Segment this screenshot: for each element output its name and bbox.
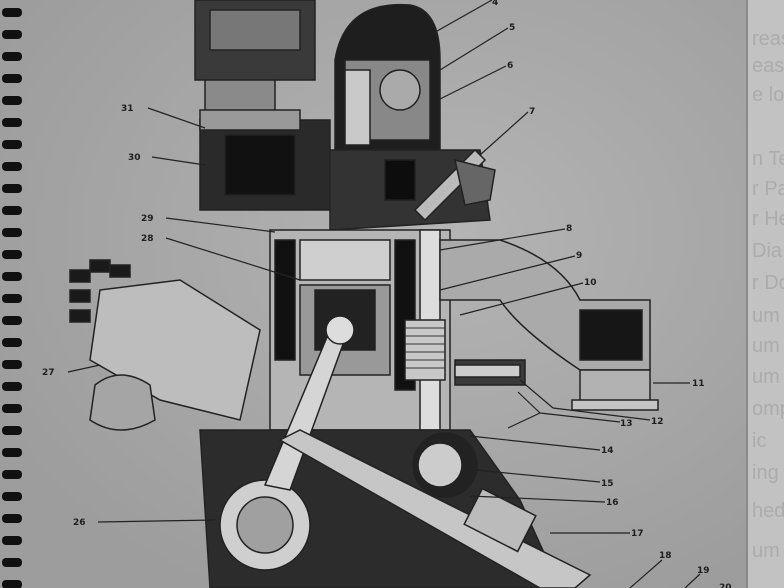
callout-17: 17 — [631, 529, 644, 539]
callout-26: 26 — [73, 518, 86, 528]
binding-ring — [2, 250, 22, 259]
binding-ring — [2, 426, 22, 435]
bleed-text: Dia — [752, 240, 783, 262]
callout-31: 31 — [121, 104, 134, 114]
callout-29: 29 — [141, 214, 154, 224]
callout-labels: 4 5 6 7 8 9 10 11 12 13 14 15 16 17 18 1… — [42, 0, 732, 588]
engine-cross-section-diagram: 4 5 6 7 8 9 10 11 12 13 14 15 16 17 18 1… — [42, 0, 732, 588]
leader-lines — [67, 0, 701, 588]
binding-ring — [2, 382, 22, 391]
binding-ring — [2, 52, 22, 61]
callout-20: 20 — [719, 583, 732, 588]
bleed-text: omp — [752, 398, 784, 420]
callout-15: 15 — [601, 479, 614, 489]
bleed-text: e lo — [752, 84, 784, 106]
callout-18: 18 — [659, 551, 672, 561]
bleed-text: um Te — [752, 335, 784, 357]
callout-30: 30 — [128, 153, 141, 163]
binding-ring — [2, 162, 22, 171]
bleed-text: eas — [752, 55, 784, 77]
callout-5: 5 — [509, 23, 515, 33]
bleed-text: um R — [752, 366, 784, 388]
bleed-text: ing R — [752, 462, 784, 484]
binding-ring — [2, 74, 22, 83]
binding-ring — [2, 360, 22, 369]
binding-ring — [2, 206, 22, 215]
binding-ring — [2, 140, 22, 149]
bleed-text: n Te — [752, 148, 784, 170]
callout-28: 28 — [141, 234, 154, 244]
binding-ring — [2, 338, 22, 347]
binding-ring — [2, 184, 22, 193]
bleed-text: hed — [752, 500, 784, 522]
callout-8: 8 — [566, 224, 572, 234]
callout-7: 7 — [529, 107, 535, 117]
callout-12: 12 — [651, 417, 664, 427]
binding-ring — [2, 294, 22, 303]
engine-drawing — [69, 0, 659, 588]
binding-ring — [2, 580, 22, 588]
bleed-text: um D — [752, 540, 784, 562]
binding-ring — [2, 558, 22, 567]
bleed-text: um Di — [752, 305, 784, 327]
binding-ring — [2, 228, 22, 237]
bleed-text: r Do — [752, 272, 784, 294]
binding-ring — [2, 118, 22, 127]
callout-14: 14 — [601, 446, 614, 456]
bleed-text: ic — [752, 430, 767, 452]
binding-ring — [2, 272, 22, 281]
binding-ring — [2, 536, 22, 545]
bleed-text: reas — [752, 28, 784, 50]
binding-ring — [2, 8, 22, 17]
callout-27: 27 — [42, 368, 55, 378]
callout-6: 6 — [507, 61, 513, 71]
binding-ring — [2, 492, 22, 501]
bleed-text: r Pane — [752, 178, 784, 200]
callout-19: 19 — [697, 566, 710, 576]
binding-ring — [2, 96, 22, 105]
callout-13: 13 — [620, 419, 633, 429]
binding-ring — [2, 514, 22, 523]
facing-page: reas eas e lo n Te r Pane r He Dia r Do … — [746, 0, 784, 588]
binding-ring — [2, 470, 22, 479]
bleed-text: r He — [752, 208, 784, 230]
spiral-binding — [2, 8, 22, 588]
callout-4: 4 — [492, 0, 498, 8]
binding-ring — [2, 316, 22, 325]
callout-10: 10 — [584, 278, 597, 288]
binding-ring — [2, 404, 22, 413]
binding-ring — [2, 448, 22, 457]
callout-9: 9 — [576, 251, 582, 261]
binding-ring — [2, 30, 22, 39]
callout-11: 11 — [692, 379, 705, 389]
callout-16: 16 — [606, 498, 619, 508]
